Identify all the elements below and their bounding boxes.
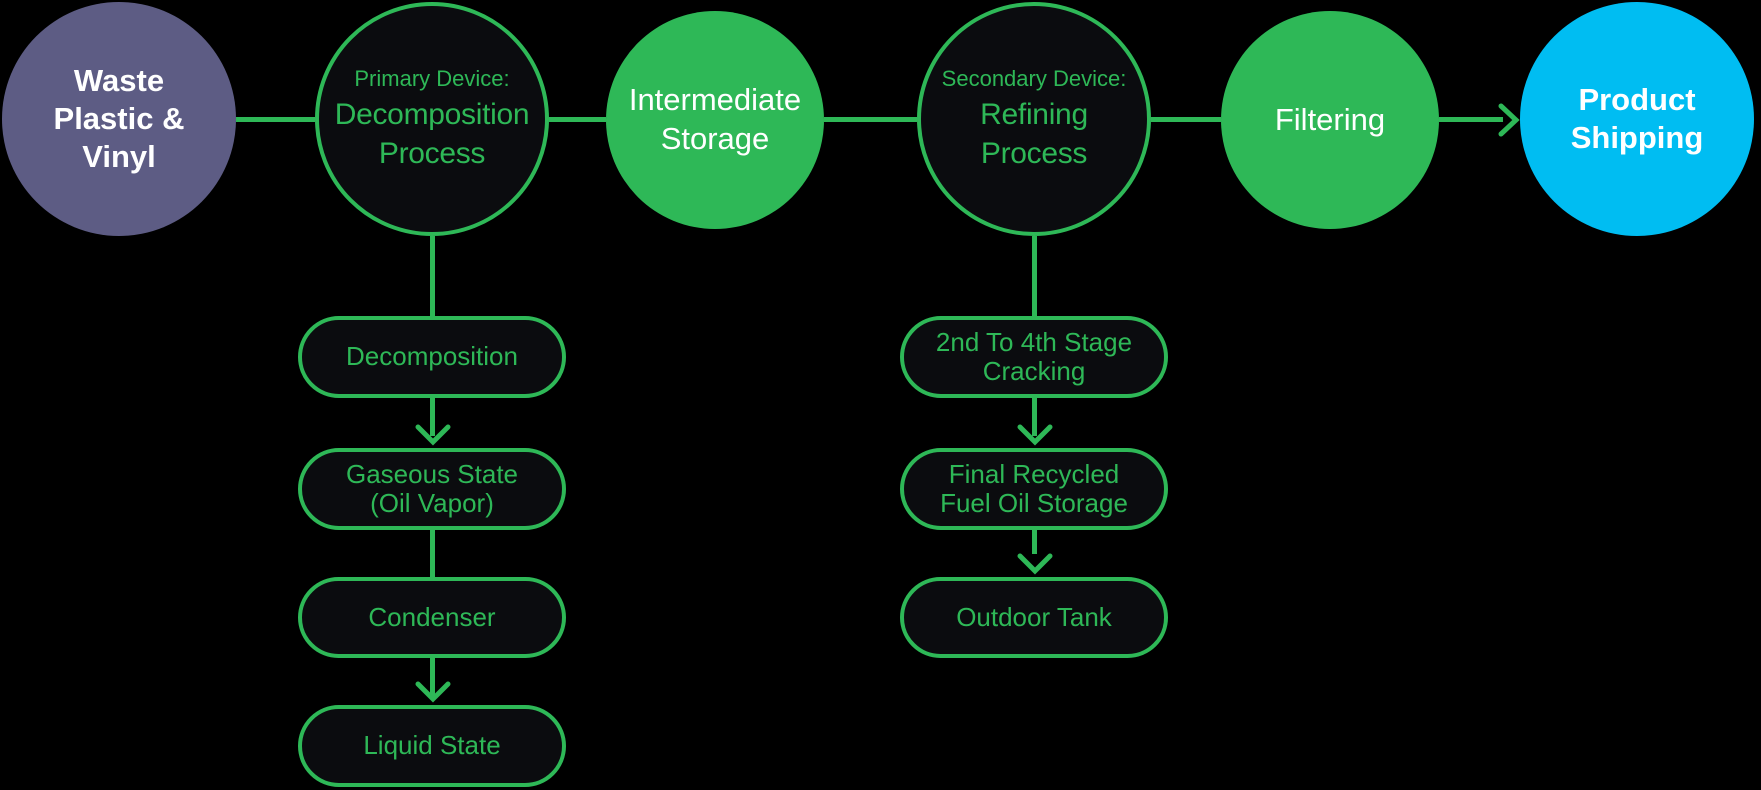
stem-primary-to-decomposition bbox=[430, 236, 435, 316]
arrowhead-right-icon bbox=[1498, 102, 1520, 138]
arrowhead-down-icon bbox=[413, 424, 453, 446]
node-primary-decomposition-process: Primary Device: Decomposition Process bbox=[315, 2, 549, 236]
step-label-line: 2nd To 4th Stage bbox=[935, 326, 1133, 357]
arrowhead-down-icon bbox=[1015, 553, 1055, 575]
connector-gaseous-to-condenser bbox=[430, 530, 435, 577]
node-label-line: Filtering bbox=[1274, 101, 1386, 137]
connector-primary-to-intermediate bbox=[549, 117, 606, 122]
node-label-line: Shipping bbox=[1570, 120, 1704, 155]
node-filtering: Filtering bbox=[1221, 11, 1439, 229]
step-label-line: Condenser bbox=[368, 601, 496, 632]
connector-waste-to-primary bbox=[236, 117, 315, 122]
step-label-line: Fuel Oil Storage bbox=[940, 488, 1128, 518]
node-subtitle: Primary Device: bbox=[354, 66, 510, 92]
connector-cracking-to-storage bbox=[1032, 398, 1037, 436]
connector-intermediate-to-secondary bbox=[824, 117, 917, 122]
step-liquid-state: Liquid State bbox=[298, 705, 566, 787]
node-waste-plastic-vinyl: Waste Plastic & Vinyl bbox=[2, 2, 236, 236]
step-label-line: Final Recycled bbox=[948, 458, 1120, 489]
node-label-line: Waste bbox=[73, 63, 165, 99]
node-label-line: Plastic & bbox=[53, 101, 185, 137]
step-fuel-oil-storage: Final Recycled Fuel Oil Storage bbox=[900, 448, 1168, 530]
connector-storage-to-tank bbox=[1032, 530, 1037, 554]
connector-filtering-to-product bbox=[1439, 117, 1503, 122]
node-label-line: Storage bbox=[660, 121, 770, 156]
step-label-line: (Oil Vapor) bbox=[370, 488, 494, 518]
refining-branch: 2nd To 4th Stage Cracking Final Recycled… bbox=[900, 0, 1168, 790]
node-label-line: Vinyl bbox=[82, 138, 156, 174]
step-label-line: Decomposition bbox=[346, 341, 518, 372]
step-cracking: 2nd To 4th Stage Cracking bbox=[900, 316, 1168, 398]
node-label-line: Refining bbox=[980, 97, 1088, 131]
node-label-line: Intermediate bbox=[628, 82, 802, 118]
arrowhead-down-icon bbox=[1015, 424, 1055, 446]
node-product-shipping: Product Shipping bbox=[1520, 2, 1754, 236]
step-outdoor-tank: Outdoor Tank bbox=[900, 577, 1168, 658]
node-label-line: Process bbox=[980, 136, 1088, 170]
step-label-line: Outdoor Tank bbox=[956, 601, 1112, 632]
connector-decomposition-to-gaseous bbox=[430, 398, 435, 436]
node-label-line: Process bbox=[378, 136, 486, 170]
node-subtitle: Secondary Device: bbox=[941, 66, 1127, 92]
step-decomposition: Decomposition bbox=[298, 316, 566, 398]
step-label-line: Liquid State bbox=[363, 730, 501, 761]
node-label-line: Product bbox=[1578, 82, 1696, 118]
stem-secondary-to-cracking bbox=[1032, 236, 1037, 316]
arrowhead-down-icon bbox=[413, 681, 453, 703]
step-condenser: Condenser bbox=[298, 577, 566, 658]
connector-condenser-to-liquid bbox=[430, 658, 435, 696]
node-secondary-refining-process: Secondary Device: Refining Process bbox=[917, 2, 1151, 236]
step-gaseous-state: Gaseous State (Oil Vapor) bbox=[298, 448, 566, 530]
connector-secondary-to-filtering bbox=[1151, 117, 1221, 122]
node-label-line: Decomposition bbox=[334, 97, 530, 131]
step-label-line: Cracking bbox=[982, 356, 1086, 386]
decomposition-branch: Decomposition Gaseous State (Oil Vapor) … bbox=[298, 0, 566, 790]
node-intermediate-storage: Intermediate Storage bbox=[606, 11, 824, 229]
step-label-line: Gaseous State bbox=[346, 458, 518, 489]
